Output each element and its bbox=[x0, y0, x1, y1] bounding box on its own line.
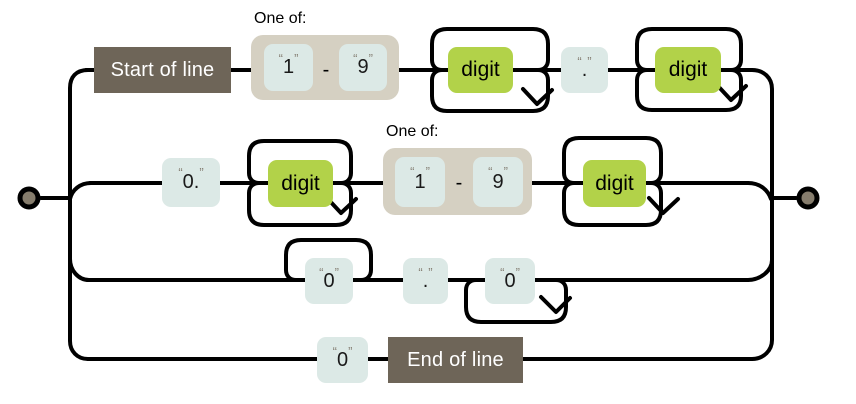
open-quote: “ bbox=[353, 51, 358, 66]
right-branch-row2 bbox=[746, 181, 773, 201]
literal-box-row1-range-high: “ 9 ” bbox=[339, 44, 387, 91]
row2-digit1-repeat-arc bbox=[247, 181, 353, 227]
row1-digit2-repeat-arc bbox=[635, 68, 743, 112]
digit-box-row2-b: digit bbox=[583, 160, 646, 207]
literal-char: . bbox=[581, 58, 588, 81]
close-quote: ” bbox=[368, 51, 373, 66]
open-quote: “ bbox=[500, 265, 505, 280]
left-branch-row2 bbox=[68, 181, 93, 201]
literal-box-row1-range-low: “ 1 ” bbox=[264, 44, 313, 91]
right-trunk bbox=[750, 68, 774, 361]
open-quote: “ bbox=[319, 265, 324, 280]
row1-digit2-arrow-icon bbox=[715, 83, 748, 102]
close-quote: ” bbox=[199, 165, 204, 180]
open-quote: “ bbox=[418, 265, 423, 280]
literal-box-row2-zero-dot: “ 0. ” bbox=[162, 158, 220, 207]
right-branch-row3 bbox=[746, 258, 774, 282]
row1-digit2-skip-arc bbox=[635, 27, 743, 72]
close-quote: ” bbox=[503, 164, 508, 179]
row2-digit2-repeat-arc bbox=[562, 181, 663, 227]
literal-box-row2-range-low: “ 1 ” bbox=[395, 157, 445, 207]
close-quote: ” bbox=[334, 265, 339, 280]
open-quote: “ bbox=[332, 344, 337, 359]
end-of-line-box: End of line bbox=[388, 337, 523, 383]
literal-char: 1 bbox=[282, 56, 295, 78]
row2-digit1-arrow-icon bbox=[325, 196, 358, 215]
close-quote: ” bbox=[428, 265, 433, 280]
open-quote: “ bbox=[488, 164, 493, 179]
left-trunk bbox=[68, 68, 90, 361]
close-quote: ” bbox=[425, 164, 430, 179]
left-branch-row3 bbox=[68, 257, 91, 282]
end-terminal-icon bbox=[796, 186, 820, 210]
row3-zero-skip-arc bbox=[284, 238, 373, 282]
close-quote: ” bbox=[587, 54, 592, 69]
close-quote: ” bbox=[294, 51, 299, 66]
row2-digit2-arrow-icon bbox=[647, 196, 680, 215]
range-dash-row2: - bbox=[455, 171, 463, 194]
literal-box-row3-zero-optional: “ 0 ” bbox=[305, 258, 353, 304]
one-of-label-row1: One of: bbox=[254, 10, 307, 27]
literal-box-row2-range-high: “ 9 ” bbox=[473, 157, 523, 207]
row2-digit2-skip-arc bbox=[562, 136, 663, 185]
literal-box-row3-decimal-point: “ . ” bbox=[403, 258, 448, 304]
literal-char: 0 bbox=[336, 348, 349, 371]
one-of-label-row2: One of: bbox=[386, 123, 439, 140]
row2-digit1-skip-arc bbox=[247, 139, 353, 185]
start-terminal-icon bbox=[17, 186, 41, 210]
row1-digit1-repeat-arc bbox=[430, 68, 550, 113]
literal-box-row1-decimal-point: “ . ” bbox=[561, 47, 608, 93]
row1-digit1-arrow-icon bbox=[521, 87, 554, 106]
literal-char: 9 bbox=[357, 56, 369, 78]
open-quote: “ bbox=[410, 164, 415, 179]
digit-box-row2-a: digit bbox=[268, 160, 333, 207]
open-quote: “ bbox=[278, 51, 283, 66]
open-quote: “ bbox=[577, 54, 582, 69]
row3-zero-arrow-icon bbox=[539, 295, 572, 314]
open-quote: “ bbox=[178, 165, 183, 180]
literal-char: 9 bbox=[492, 170, 504, 193]
literal-char: . bbox=[422, 269, 429, 292]
literal-char: 0 bbox=[323, 269, 335, 292]
literal-box-row4-zero: “ 0 ” bbox=[317, 337, 368, 383]
digit-box-row1-b: digit bbox=[655, 47, 721, 93]
close-quote: ” bbox=[348, 344, 353, 359]
range-dash-row1: - bbox=[322, 58, 330, 81]
literal-char: 0. bbox=[182, 171, 200, 193]
literal-char: 0 bbox=[504, 269, 516, 292]
row1-digit1-skip-arc bbox=[430, 27, 550, 72]
start-of-line-box: Start of line bbox=[94, 47, 231, 93]
close-quote: ” bbox=[515, 265, 520, 280]
digit-box-row1-a: digit bbox=[448, 47, 513, 93]
literal-box-row3-zero-repeat: “ 0 ” bbox=[485, 258, 535, 304]
row3-zero-repeat-arc bbox=[464, 278, 568, 324]
literal-char: 1 bbox=[414, 170, 426, 193]
